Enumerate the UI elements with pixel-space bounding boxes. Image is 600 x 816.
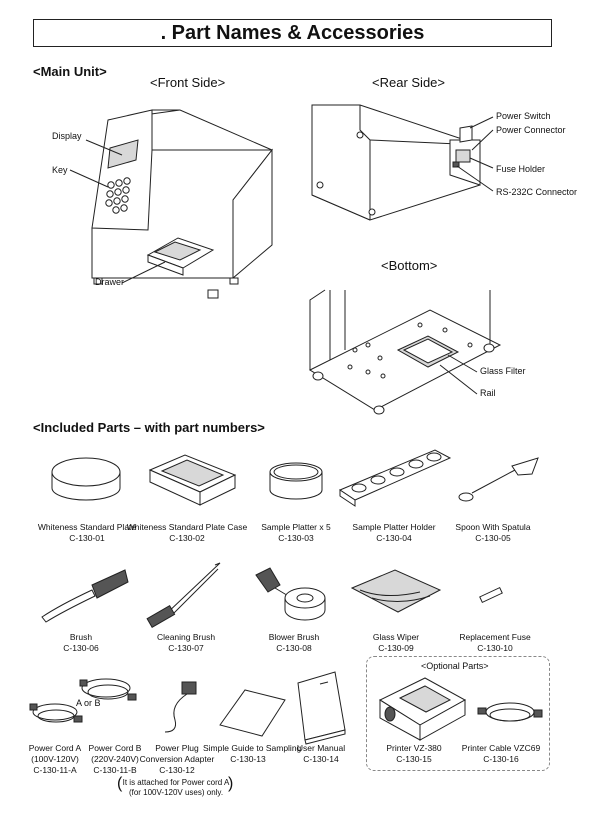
spoon-spatula-icon (458, 457, 539, 502)
or-label: A or B (76, 698, 101, 708)
label-rs232c-connector: RS-232C Connector (496, 187, 578, 197)
power-cord-b-icon (79, 678, 137, 701)
main-unit-heading: <Main Unit> (33, 64, 107, 79)
label-rail: Rail (480, 388, 496, 398)
platter-holder-icon (338, 449, 452, 507)
fuse-icon (479, 586, 503, 604)
label-key: Key (52, 165, 68, 175)
glass-wiper-icon (350, 569, 442, 613)
cleaning-brush-icon (146, 562, 221, 629)
part-caption: Power Cord B(220V-240V)C-130-11-B (88, 743, 142, 775)
user-manual-icon (297, 671, 346, 745)
label-display: Display (52, 131, 82, 141)
optional-parts-heading: <Optional Parts> (421, 661, 489, 671)
power-cord-a-icon (29, 703, 83, 723)
front-side-heading: <Front Side> (150, 75, 226, 90)
plate-case-icon (148, 454, 237, 506)
optional-parts-box (366, 656, 550, 771)
printer-icon (378, 677, 467, 741)
rear-side-heading: <Rear Side> (372, 75, 445, 90)
note-paren-open: ( (117, 775, 123, 792)
label-power-connector: Power Connector (496, 125, 566, 135)
blower-brush-icon (255, 567, 326, 621)
note-paren-close: ) (228, 775, 234, 792)
page-title: . Part Names & Accessories (33, 19, 552, 47)
bottom-heading: <Bottom> (381, 258, 438, 273)
sample-platter-icon (269, 462, 323, 500)
included-parts-heading: <Included Parts – with part numbers> (33, 420, 265, 435)
label-power-switch: Power Switch (496, 111, 551, 121)
label-glass-filter: Glass Filter (480, 366, 526, 376)
whiteness-plate-icon (51, 457, 121, 501)
adapter-note: It is attached for Power cord A(for 100V… (122, 778, 230, 797)
simple-guide-icon (219, 689, 286, 737)
plug-adapter-icon (164, 681, 197, 733)
printer-cable-icon (477, 702, 543, 722)
label-drawer: Drawer (95, 277, 125, 287)
label-fuse-holder: Fuse Holder (496, 164, 546, 174)
part-caption: Power Cord A(100V-120V)C-130-11-A (28, 743, 82, 775)
brush-icon (41, 569, 129, 623)
